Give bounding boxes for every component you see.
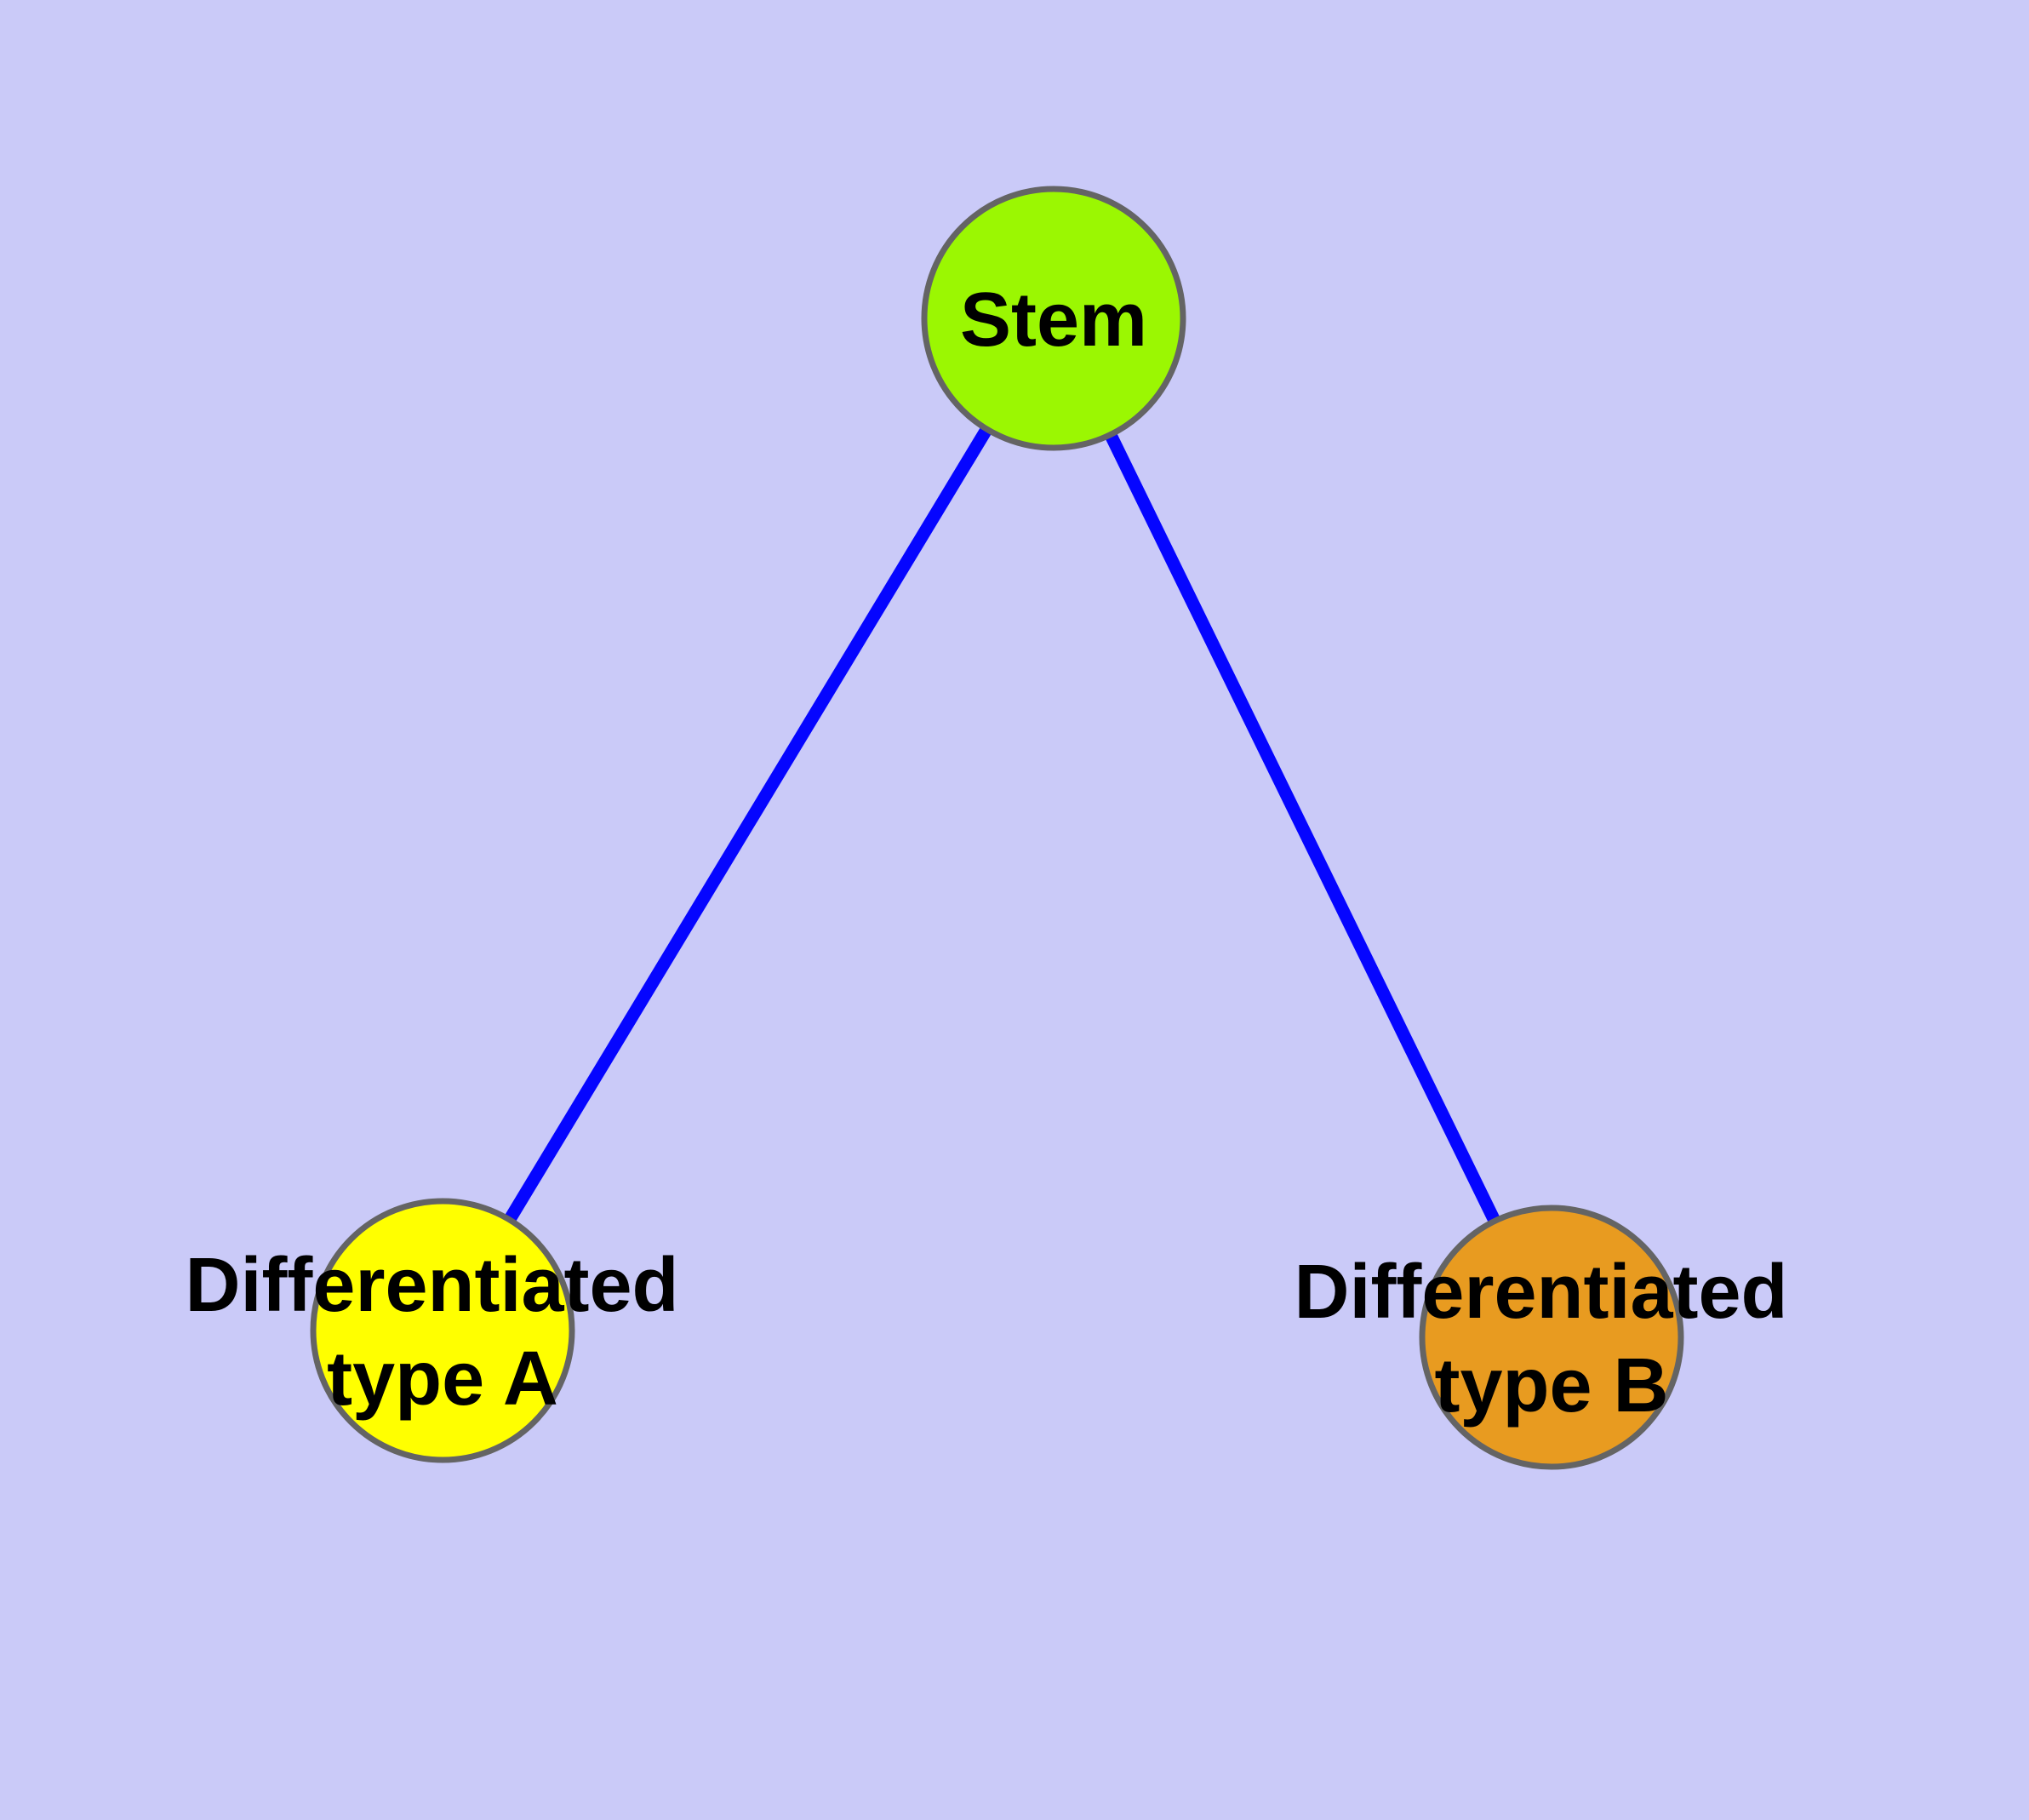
- node-differentiated-type-b-label: Differentiated type B: [1294, 1250, 1809, 1428]
- node-stem-label: Stem: [960, 278, 1147, 363]
- edge-stem-to-type-a: [437, 315, 1060, 1334]
- node-differentiated-type-a-label-line2: type A: [327, 1336, 558, 1422]
- edge-stem-to-type-b: [1048, 315, 1557, 1341]
- node-stem-circle: [921, 186, 1186, 451]
- node-differentiated-type-b-label-line1: Differentiated: [1294, 1250, 1787, 1335]
- node-differentiated-type-a: Differentiated type A: [185, 1198, 700, 1463]
- node-differentiated-type-a-label: Differentiated type A: [185, 1243, 700, 1422]
- node-differentiated-type-a-circle: [310, 1198, 575, 1463]
- node-differentiated-type-a-label-line1: Differentiated: [185, 1243, 678, 1328]
- node-differentiated-type-b: Differentiated type B: [1294, 1205, 1809, 1470]
- node-stem: Stem: [921, 186, 1186, 451]
- node-differentiated-type-b-label-line2: type B: [1434, 1343, 1668, 1428]
- node-differentiated-type-b-circle: [1419, 1205, 1684, 1470]
